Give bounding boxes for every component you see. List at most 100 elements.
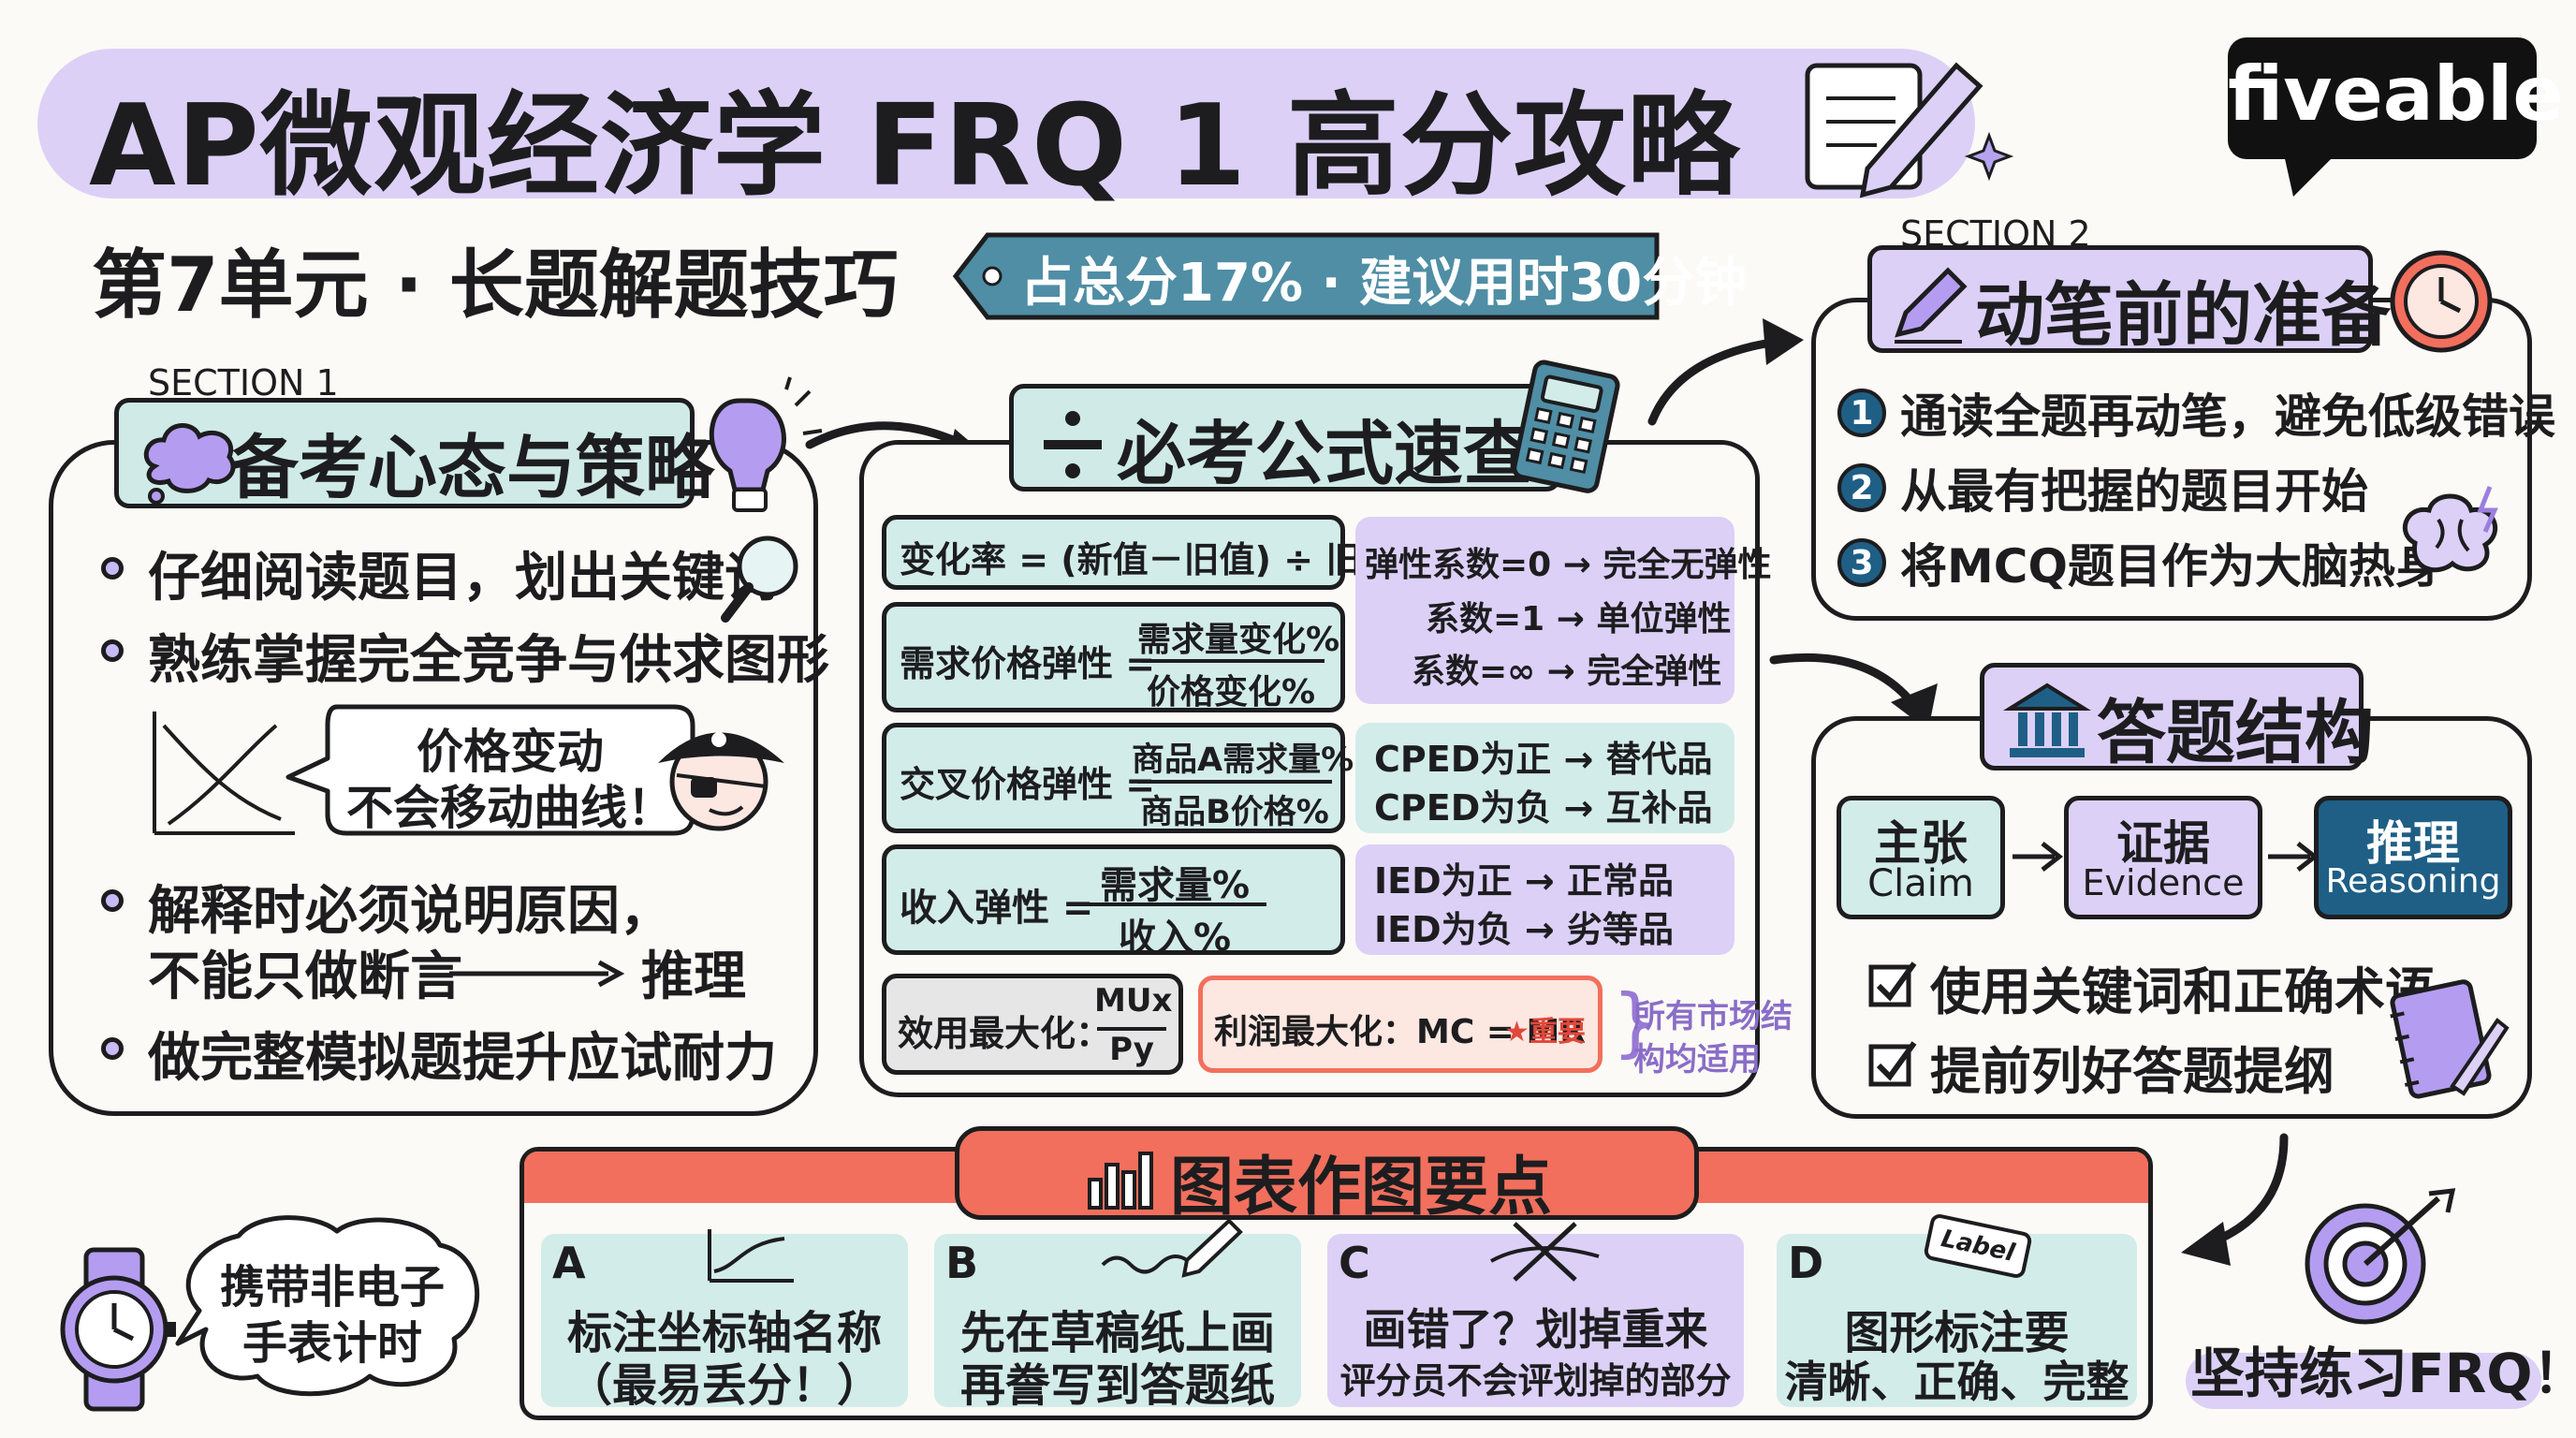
elasticity-infinite: 系数=∞ → 完全弹性 [1412,653,1722,691]
xed-formula: 交叉价格弹性 = 商品A需求量% 商品B价格% [882,723,1354,833]
section1-header: 备考心态与策略 [114,398,714,508]
closing-highlight [2186,1353,2541,1409]
axis-line-icon [708,1229,794,1283]
clock-icon [2385,245,2497,358]
step-number-badge: 2 [1837,463,1886,512]
strategy-item-read: 仔细阅读题目，划出关键词 [148,548,777,609]
section1-label: SECTION 1 [148,362,339,404]
card-c-line-1: 画错了？划掉重来 [1363,1304,1708,1355]
arrow-right-icon [2268,838,2320,875]
thought-cloud-icon [143,423,236,505]
elasticity-zero: 弹性系数=0 → 完全无弹性 [1365,546,1772,584]
bubble-line-2: 不会移动曲线！ [346,781,674,835]
profit-note-bracket: } [1612,978,1660,1065]
wristwatch-icon [49,1245,180,1414]
prep-item-2: 从最有把握的题目开始 [1900,464,2368,519]
ied-denominator: 收入% [1118,917,1232,960]
explain-arrow [449,955,627,992]
institution-icon [2003,682,2091,757]
evidence-cn: 证据 [2116,816,2210,871]
step-number: 3 [1850,544,1874,582]
card-a-line-2: （最易丢分！） [566,1359,882,1412]
profit-note-line-1: 所有市场结 [1633,998,1793,1035]
graph-tip-card-a: A 标注坐标轴名称 （最易丢分！） [541,1229,908,1412]
profit-text: 利润最大化：MC = MR [1214,1013,1587,1051]
card-b-line-2: 再誊写到答题纸 [959,1359,1275,1412]
evidence-en: Evidence [2082,862,2245,903]
notebook-pencil-icon [2387,974,2510,1105]
watch-line-2: 手表计时 [242,1317,422,1370]
lightbulb-icon [693,376,824,522]
graph-tip-card-b: B 先在草稿纸上画 再誊写到答题纸 [934,1218,1301,1412]
ied-negative: IED为负 → 劣等品 [1374,909,1674,950]
bullet-dot [101,639,124,662]
prep-item-1: 通读全题再动笔，避免低级错误 [1900,389,2555,444]
cross-out-icon [1490,1222,1600,1282]
xed-denominator: 商品B价格% [1140,794,1329,831]
step-number-badge: 1 [1837,389,1886,437]
price-change-bubble: 价格变动 不会移动曲线！ [281,697,702,843]
card-letter: B [945,1238,979,1288]
cped-card: CPED为正 → 替代品 CPED为负 → 互补品 [1355,723,1734,833]
score-time-text: 占总分17% · 建议用时30分钟 [1020,253,1748,314]
claim-en: Claim [1867,862,1974,905]
notepad-pencil-icon [1802,47,2014,198]
strategy-item-practice: 做完整模拟题提升应试耐力 [148,1028,777,1089]
explain-line-2: 不能只做断言 [148,946,462,1007]
calculator-icon [1507,360,1624,501]
magnifier-icon [716,529,819,632]
target-icon [2298,1188,2457,1329]
ped-numerator: 需求量变化% [1137,621,1340,659]
profit-note-line-2: 构均适用 [1633,1041,1761,1078]
watch-line-1: 携带非电子 [219,1261,445,1313]
fraction-bar [1141,659,1325,663]
ied-card: IED为正 → 正常品 IED为负 → 劣等品 [1355,844,1734,955]
fraction-bar [1097,1027,1166,1031]
claim-cn: 主张 [1874,816,1968,871]
check-item-outline: 提前列好答题提纲 [1930,1042,2334,1101]
elasticity-one: 系数=1 → 单位弹性 [1426,600,1732,638]
step-number-badge: 3 [1837,538,1886,587]
step-number: 1 [1850,394,1874,433]
graphs-title: 图表作图要点 [1170,1151,1553,1225]
ped-denominator: 价格变化% [1146,673,1316,712]
utility-label: 效用最大化： [898,1013,1112,1054]
elasticity-values-card: 弹性系数=0 → 完全无弹性 系数=1 → 单位弹性 系数=∞ → 完全弹性 [1355,517,1771,704]
brand-logo: fiveable [2228,37,2564,197]
divide-icon [1044,411,1102,478]
graphs-header: 图表作图要点 [955,1126,1699,1225]
step-number: 2 [1850,469,1874,507]
page-subtitle: 第7单元 · 长题解题技巧 [92,242,899,329]
card-d-line-1: 图形标注要 [1844,1307,2070,1359]
xed-numerator: 商品A需求量% [1132,741,1354,779]
important-badge: ★重要 [1504,1016,1586,1049]
title-highlight [37,49,1975,198]
structure-title: 答题结构 [2097,693,2374,773]
page-title: AP微观经济学 FRQ 1 高分攻略 [89,81,1741,212]
arrow-right-icon [2012,838,2064,875]
section2-header: 动笔前的准备 [1867,245,2391,356]
card-letter: D [1788,1238,1824,1288]
brand-name: fiveable [2228,51,2564,138]
bar-chart-icon [1088,1152,1153,1210]
explain-reasoning-word: 推理 [641,946,746,1007]
evidence-step: 证据 Evidence [2064,796,2262,919]
fraction-bar [1083,902,1266,906]
ied-label: 收入弹性 = [900,887,1094,930]
rate-change-formula: 变化率 = (新值－旧值) ÷ 旧值 [882,515,1397,590]
prep-item-3: 将MCQ题目作为大脑热身 [1900,539,2442,594]
check-item-terms: 使用关键词和正确术语 [1930,962,2436,1021]
pirate-icon [644,702,794,843]
ped-label: 需求价格弹性 = [900,643,1156,684]
bullet-dot [101,889,124,912]
pencil-icon [1895,267,1968,344]
cped-positive: CPED为正 → 替代品 [1374,739,1713,780]
bubble-line-1: 价格变动 [417,725,604,779]
card-b-line-1: 先在草稿纸上画 [959,1307,1275,1359]
ied-numerator: 需求量% [1099,864,1251,907]
formulas-title: 必考公式速查 [1117,414,1532,494]
card-letter: A [552,1238,586,1288]
flow-arrow [2167,1133,2298,1273]
checkbox-checked-icon [1867,960,1919,1011]
